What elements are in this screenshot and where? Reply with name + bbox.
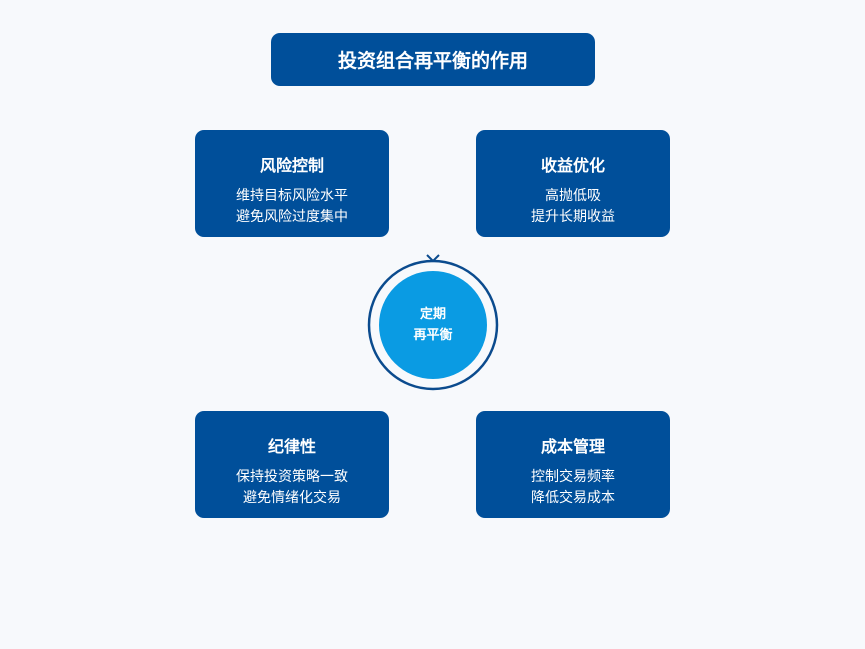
box-line: 避免情绪化交易: [243, 490, 341, 506]
box-cost-management: 成本管理 控制交易频率 降低交易成本: [476, 411, 670, 518]
box-line: 维持目标风险水平: [236, 188, 348, 204]
box-line: 提升长期收益: [531, 209, 615, 225]
box-line: 保持投资策略一致: [236, 469, 348, 485]
box-heading: 风险控制: [259, 156, 324, 175]
box-heading: 成本管理: [540, 437, 605, 456]
arrow-icon: [426, 254, 440, 263]
box-line: 降低交易成本: [531, 490, 615, 506]
box-line: 控制交易频率: [531, 469, 615, 485]
center-circle: [379, 271, 487, 379]
center-line: 定期: [419, 307, 446, 322]
box-line: 高抛低吸: [545, 188, 601, 204]
box-heading: 收益优化: [540, 156, 605, 175]
diagram-title: 投资组合再平衡的作用: [271, 33, 595, 86]
center-line: 再平衡: [413, 328, 453, 343]
box-heading: 纪律性: [267, 437, 316, 456]
box-risk-control: 风险控制 维持目标风险水平 避免风险过度集中: [195, 130, 389, 237]
box-discipline: 纪律性 保持投资策略一致 避免情绪化交易: [195, 411, 389, 518]
box-return-optimization: 收益优化 高抛低吸 提升长期收益: [476, 130, 670, 237]
box-line: 避免风险过度集中: [236, 209, 348, 225]
center-label: 定期 再平衡: [379, 271, 487, 379]
